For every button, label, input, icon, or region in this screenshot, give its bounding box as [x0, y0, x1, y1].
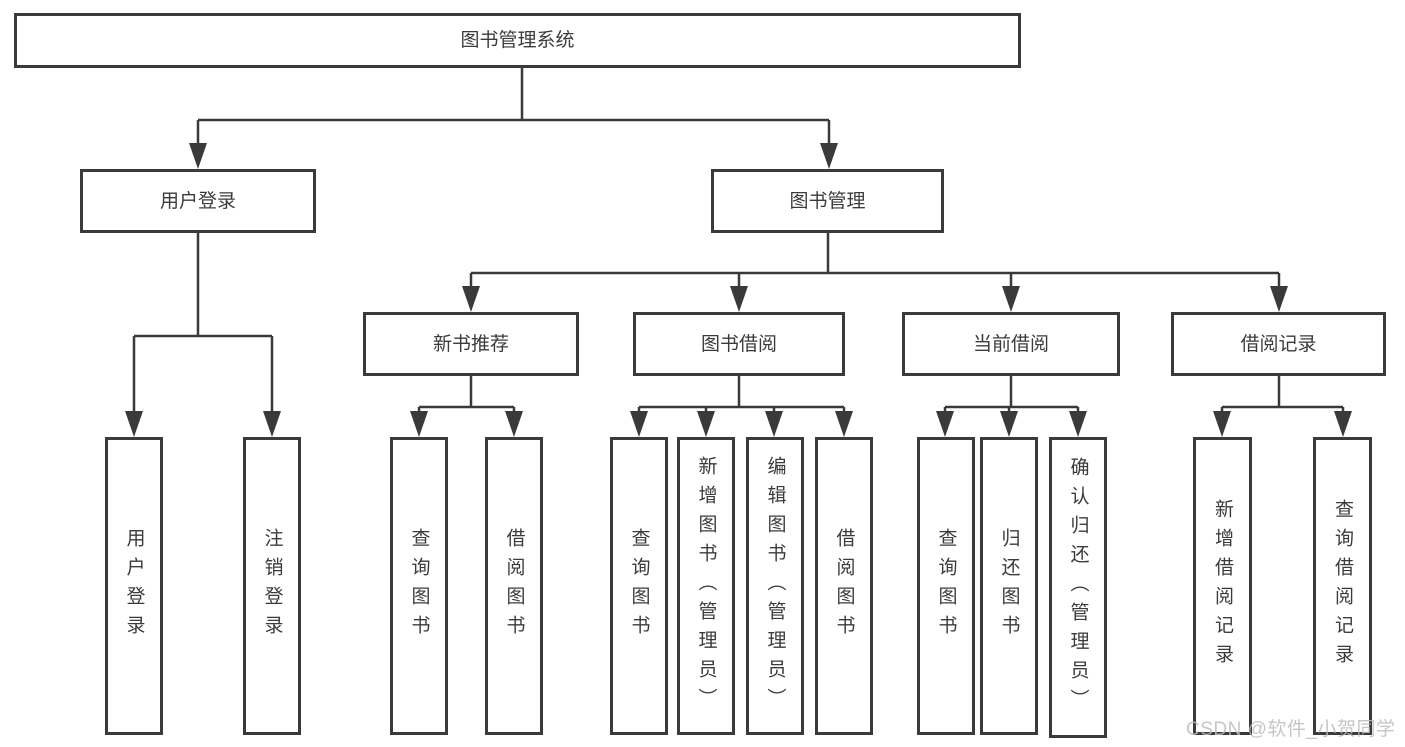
leaf-borrow-borrow-books-label: 借阅图书	[833, 528, 855, 644]
arrowhead-icon	[630, 411, 648, 437]
arrowhead-icon	[936, 411, 954, 437]
connector-borrow-records	[1213, 376, 1352, 437]
csdn-watermark: CSDN @软件_小贺同学	[1186, 719, 1396, 740]
arrowhead-icon	[263, 411, 281, 437]
arrowhead-icon	[462, 286, 480, 312]
arrowhead-icon	[1213, 411, 1231, 437]
leaf-borrow-add-books-admin-label: 新增图书（管理员）	[695, 455, 717, 717]
leaf-current-query-books: 查询图书	[917, 437, 975, 735]
node-user-login-label: 用户登录	[159, 190, 236, 212]
arrowhead-icon	[505, 411, 523, 437]
connector-book-management	[462, 233, 1288, 312]
leaf-borrow-query-books: 查询图书	[610, 437, 668, 735]
connector-root	[189, 68, 838, 169]
leaf-borrow-borrow-books: 借阅图书	[815, 437, 873, 735]
arrowhead-icon	[835, 411, 853, 437]
arrowhead-icon	[697, 411, 715, 437]
node-borrow-records: 借阅记录	[1171, 312, 1386, 376]
leaf-recommend-borrow-books-label: 借阅图书	[503, 528, 525, 644]
leaf-current-confirm-return-admin-label: 确认归还（管理员）	[1067, 457, 1089, 718]
arrowhead-icon	[410, 411, 428, 437]
arrowhead-icon	[1334, 411, 1352, 437]
arrowhead-icon	[189, 143, 207, 169]
leaf-user-login: 用户登录	[105, 437, 163, 735]
leaf-current-confirm-return-admin: 确认归还（管理员）	[1049, 437, 1107, 738]
leaf-current-return-books: 归还图书	[980, 437, 1038, 735]
leaf-borrow-query-books-label: 查询图书	[628, 528, 650, 644]
arrowhead-icon	[765, 411, 783, 437]
node-book-borrow: 图书借阅	[633, 312, 845, 376]
arrowhead-icon	[125, 411, 143, 437]
leaf-logout-label: 注销登录	[261, 528, 283, 644]
node-root-label: 图书管理系统	[460, 30, 575, 51]
arrowhead-icon	[1000, 411, 1018, 437]
leaf-current-query-books-label: 查询图书	[935, 528, 957, 644]
connector-user-login	[125, 233, 281, 437]
connector-new-book-recommend	[410, 376, 523, 437]
leaf-recommend-query-books-label: 查询图书	[408, 528, 430, 644]
node-book-borrow-label: 图书借阅	[700, 333, 777, 355]
leaf-records-add-record-label: 新增借阅记录	[1212, 499, 1233, 673]
leaf-borrow-edit-books-admin-label: 编辑图书（管理员）	[764, 455, 786, 717]
node-user-login: 用户登录	[80, 169, 316, 233]
node-new-book-recommend: 新书推荐	[363, 312, 579, 376]
node-root: 图书管理系统	[14, 13, 1021, 68]
node-book-management-label: 图书管理	[789, 190, 866, 212]
leaf-borrow-edit-books-admin: 编辑图书（管理员）	[746, 437, 804, 735]
arrowhead-icon	[730, 286, 748, 312]
connector-book-borrow	[630, 376, 853, 437]
node-borrow-records-label: 借阅记录	[1240, 333, 1317, 355]
leaf-records-query-record-label: 查询借阅记录	[1332, 499, 1353, 673]
leaf-borrow-add-books-admin: 新增图书（管理员）	[677, 437, 735, 735]
leaf-recommend-borrow-books: 借阅图书	[485, 437, 543, 735]
leaf-records-add-record: 新增借阅记录	[1193, 437, 1252, 735]
leaf-logout: 注销登录	[243, 437, 301, 735]
arrowhead-icon	[1002, 286, 1020, 312]
node-current-borrow: 当前借阅	[902, 312, 1120, 376]
node-book-management: 图书管理	[711, 169, 944, 233]
node-new-book-recommend-label: 新书推荐	[432, 333, 509, 355]
leaf-current-return-books-label: 归还图书	[998, 528, 1020, 644]
arrowhead-icon	[1069, 411, 1087, 437]
arrowhead-icon	[820, 143, 838, 169]
arrowhead-icon	[1270, 286, 1288, 312]
leaf-records-query-record: 查询借阅记录	[1313, 437, 1372, 735]
leaf-user-login-label: 用户登录	[123, 528, 145, 644]
connector-current-borrow	[936, 376, 1087, 437]
node-current-borrow-label: 当前借阅	[972, 333, 1049, 355]
leaf-recommend-query-books: 查询图书	[390, 437, 448, 735]
